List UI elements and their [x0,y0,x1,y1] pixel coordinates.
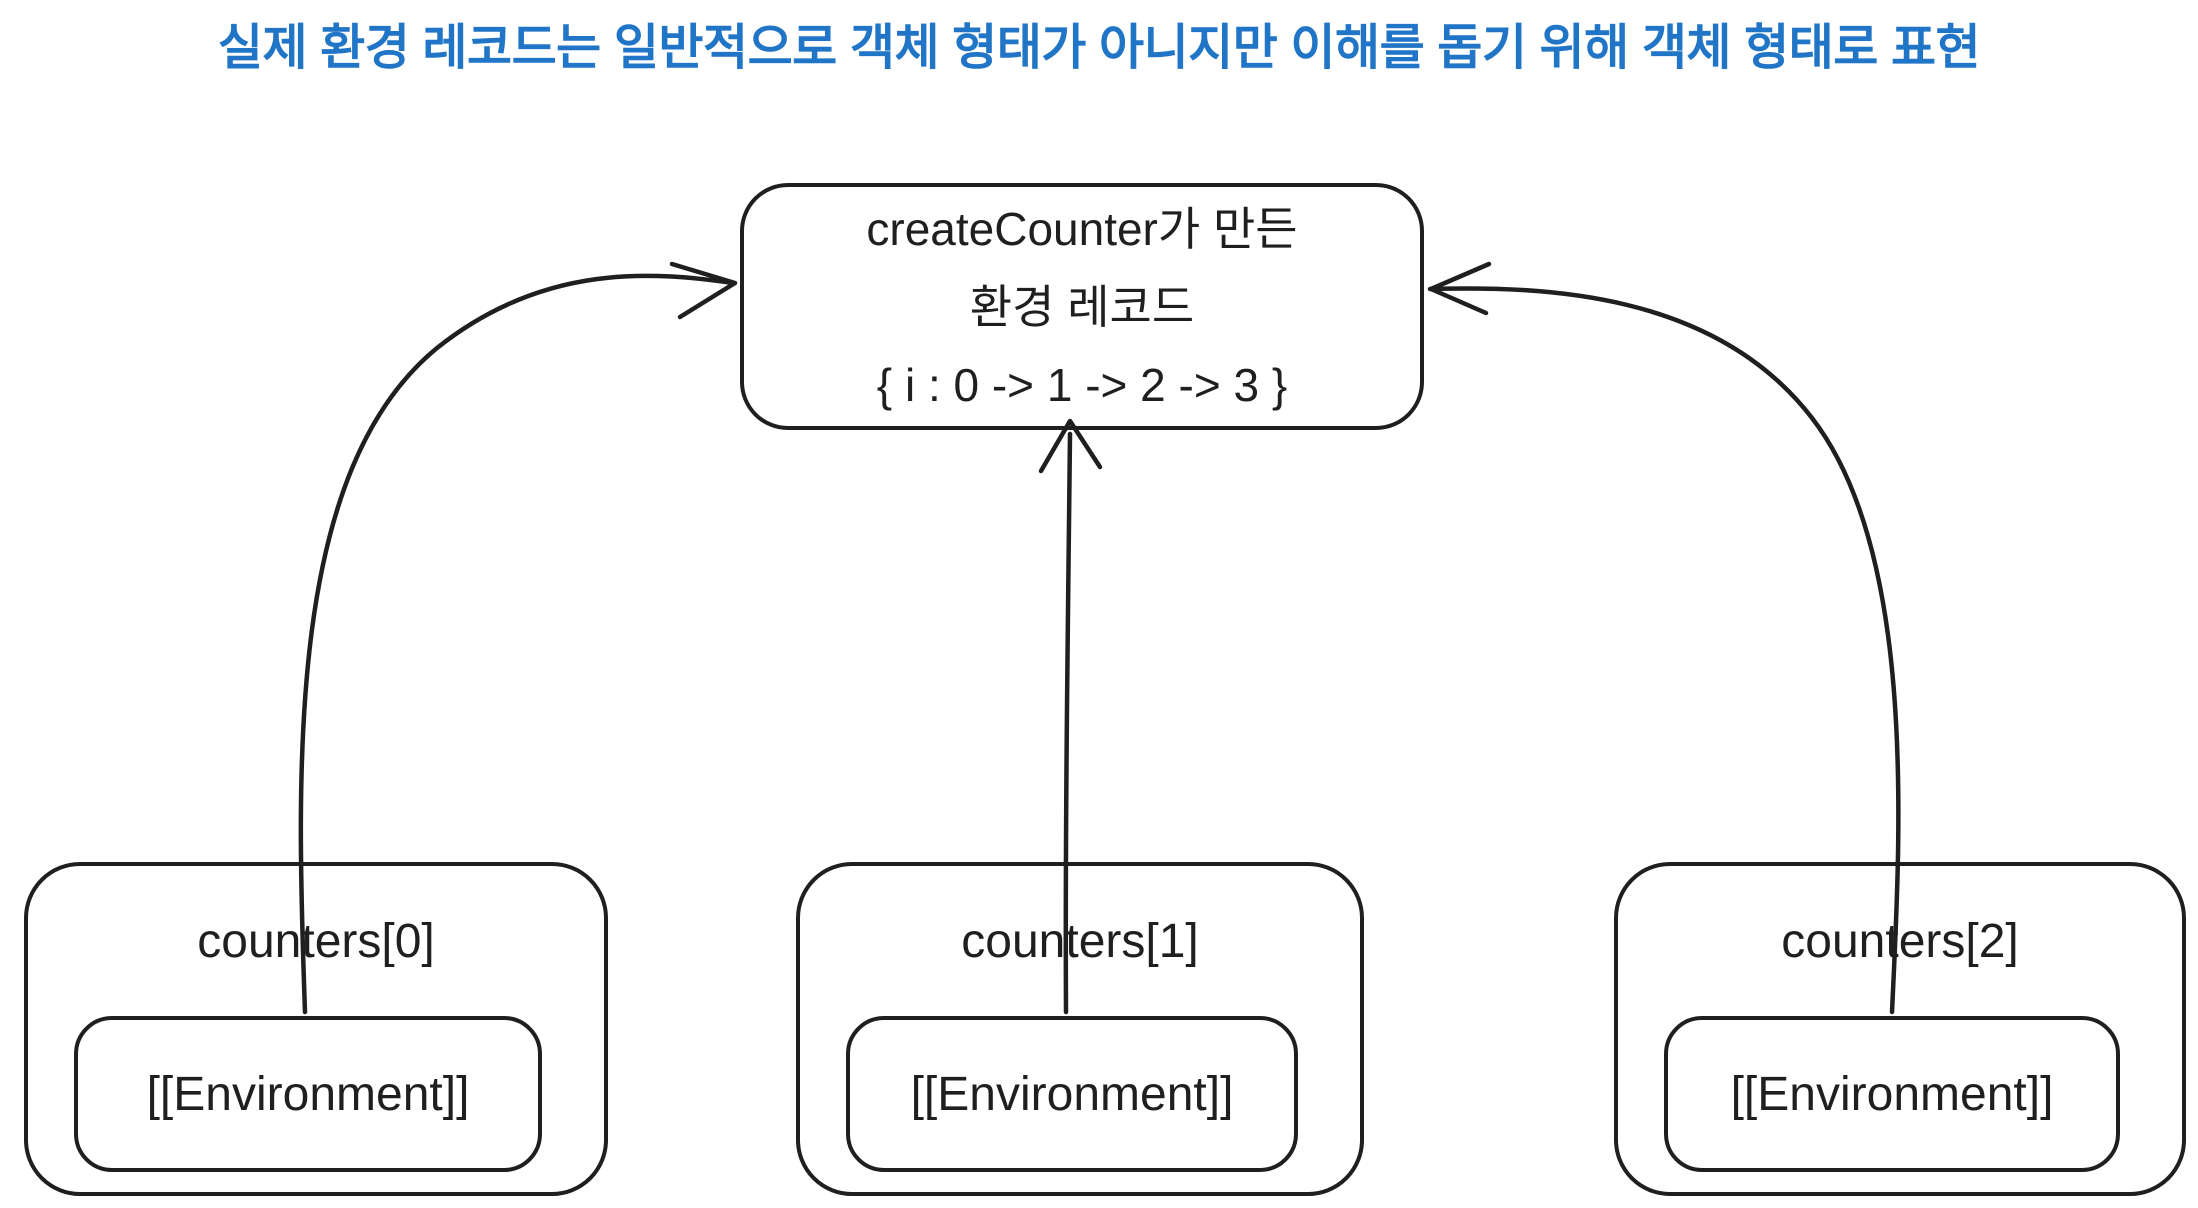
env-record-line-3: { i : 0 -> 1 -> 2 -> 3 } [876,358,1288,411]
arrow-counters0-arrowhead-icon [669,261,738,320]
counter-box-0-environment-slot-label: [[Environment]] [146,1067,470,1121]
env-record-line-2: 환경 레코드 [969,280,1195,333]
diagram-title: 실제 환경 레코드는 일반적으로 객체 형태가 아니지만 이해를 돕기 위해 객… [217,21,1981,75]
counter-box-2-environment-slot-label: [[Environment]] [1730,1067,2054,1121]
counter-box-2-environment-slot-box: [[Environment]] [1664,1016,2120,1172]
counter-box-0-environment-slot-box: [[Environment]] [74,1016,542,1172]
counter-box-1: counters[1] [[Environment]] [796,862,1364,1196]
env-record-line-1: createCounter가 만든 [866,202,1298,255]
counter-box-0: counters[0] [[Environment]] [24,862,608,1196]
counter-box-1-environment-slot-label: [[Environment]] [910,1067,1234,1121]
counter-box-2: counters[2] [[Environment]] [1614,862,2186,1196]
counter-box-0-label: counters[0] [197,914,435,968]
env-record-box: createCounter가 만든 환경 레코드 { i : 0 -> 1 ->… [740,183,1424,430]
counter-box-1-label: counters[1] [961,914,1199,968]
counter-box-1-environment-slot-box: [[Environment]] [846,1016,1298,1172]
counter-box-2-label: counters[2] [1781,914,2019,968]
arrow-counters2-arrowhead-icon [1428,261,1492,316]
